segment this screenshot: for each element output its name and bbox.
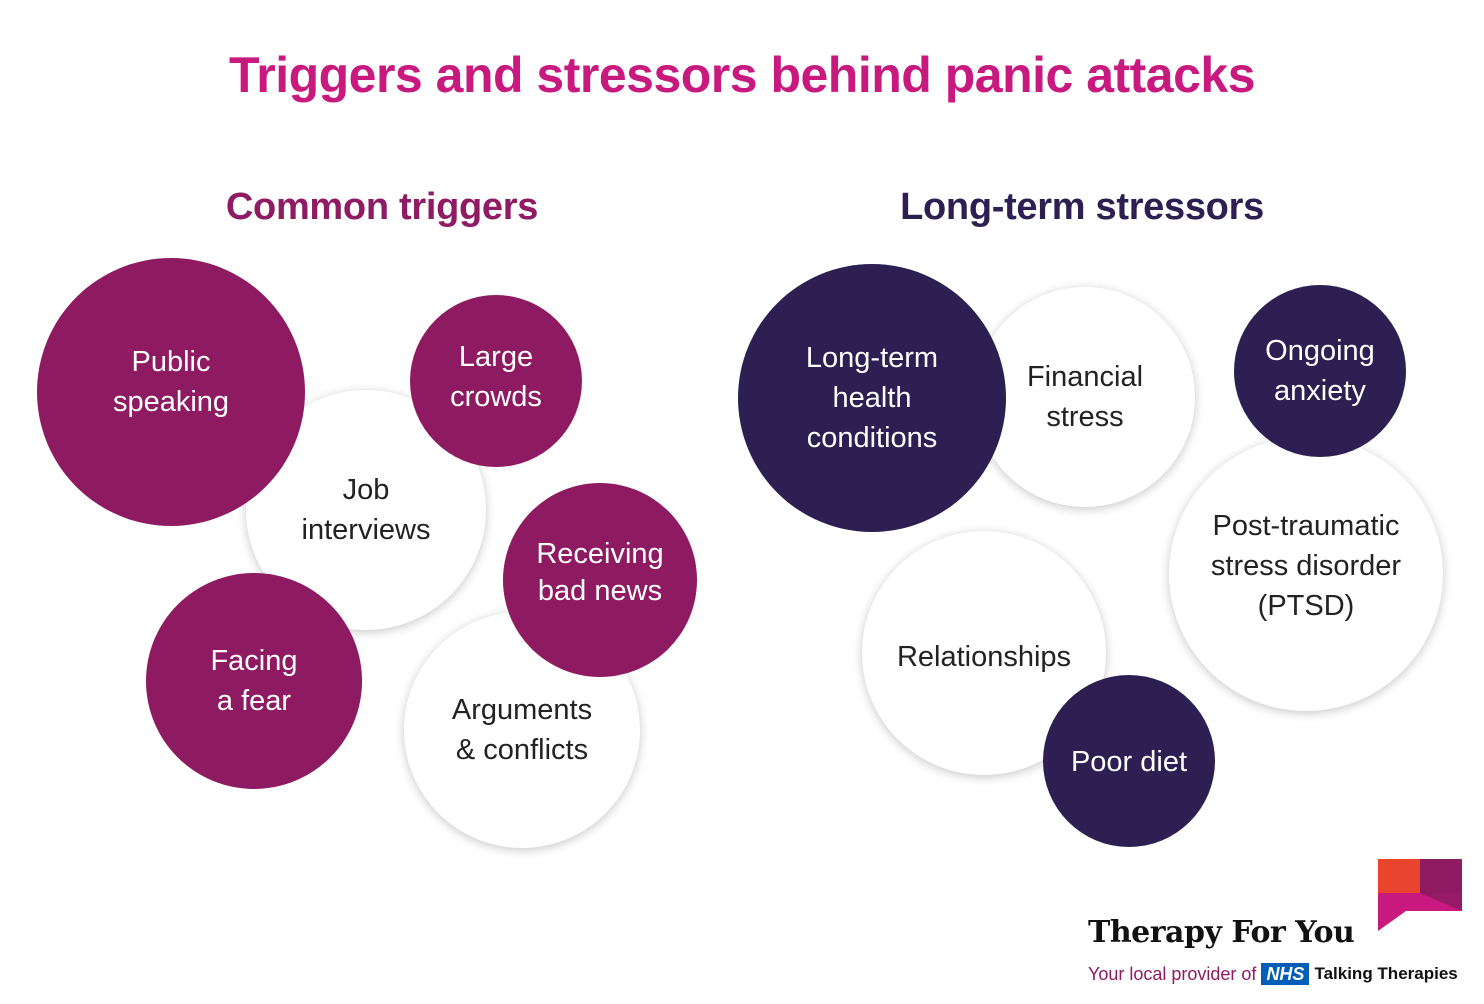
- bubble-financial-stress: Financial stress: [975, 287, 1195, 507]
- common-triggers-heading: Common triggers: [225, 186, 539, 228]
- service-name: Talking Therapies: [1314, 964, 1458, 983]
- brand-tagline: Your local provider of NHS Talking Thera…: [1088, 963, 1458, 985]
- long-term-stressors-heading: Long-term stressors: [900, 186, 1264, 228]
- bubble-long-term-health-conditions: Long-term health conditions: [738, 264, 1006, 532]
- speech-bubble-logo-icon: [1378, 859, 1462, 931]
- page-title: Triggers and stressors behind panic atta…: [228, 47, 1256, 103]
- therapy-for-you-logo: Therapy For You Your local provider of N…: [1080, 855, 1480, 995]
- tagline-text: Your local provider of: [1088, 963, 1257, 984]
- bubble-ptsd: Post-traumatic stress disorder (PTSD): [1169, 437, 1443, 711]
- bubble-public-speaking: Public speaking: [37, 258, 305, 526]
- bubble-relationships: Relationships: [862, 531, 1106, 775]
- bubble-facing-a-fear: Facing a fear: [146, 573, 362, 789]
- bubble-receiving-bad-news: Receiving bad news: [503, 483, 697, 677]
- brand-name: Therapy For You: [1088, 915, 1355, 950]
- bubble-ongoing-anxiety: Ongoing anxiety: [1234, 285, 1406, 457]
- bubble-large-crowds: Large crowds: [410, 295, 582, 467]
- nhs-badge: NHS: [1261, 963, 1310, 985]
- bubble-poor-diet: Poor diet: [1043, 675, 1215, 847]
